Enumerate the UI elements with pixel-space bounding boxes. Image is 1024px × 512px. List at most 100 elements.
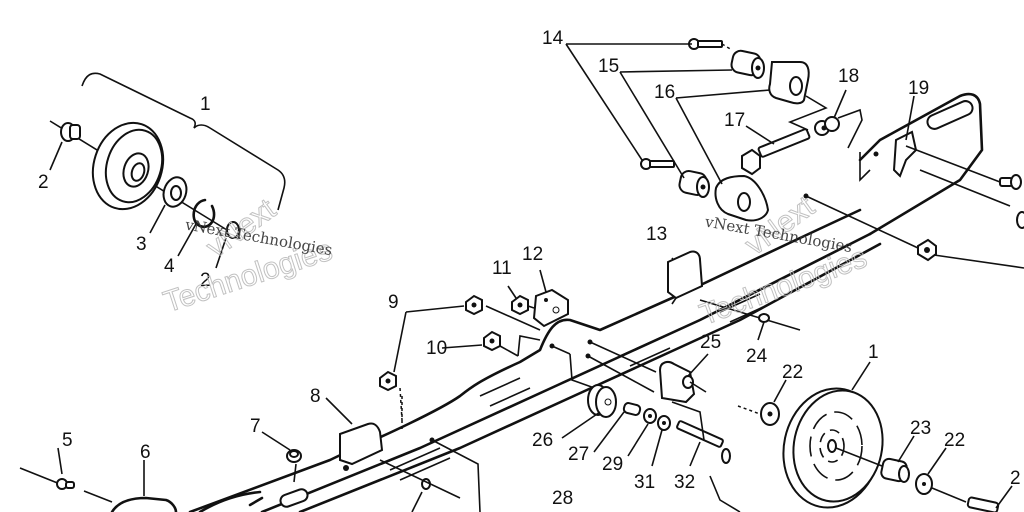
zigzag-line	[787, 95, 828, 131]
rail-hole	[803, 193, 809, 199]
washer-part-31	[657, 415, 671, 431]
bracket-edge	[859, 152, 871, 182]
callout-15: 15	[598, 56, 619, 77]
callout-25: 25	[700, 332, 721, 353]
callout-24: 24	[746, 346, 768, 367]
bracket-clip-part-19	[892, 130, 918, 178]
bracket-slot	[926, 100, 974, 130]
bolt-part-14b	[640, 158, 675, 170]
bracket-part-25	[658, 361, 707, 404]
bolt-part-17	[741, 128, 811, 176]
spacer-part-23	[880, 457, 910, 483]
slide-part-13	[667, 250, 704, 305]
callout-labels: 1 2 3 4 2 5 6 7 8 9 10 11 12 13 14 15 16…	[38, 28, 1021, 509]
leader-2a	[49, 141, 63, 171]
assembly-bracket	[81, 72, 286, 211]
callout-13: 13	[646, 224, 667, 245]
bushing-part-15b	[678, 170, 710, 198]
rail-bottom-edge	[298, 242, 882, 512]
bracket-hole	[873, 151, 879, 157]
washer-part-22b	[915, 473, 933, 495]
shock-mount-parts	[640, 38, 863, 222]
leaders-mid	[393, 269, 547, 373]
bushing-part-15a	[730, 49, 765, 79]
callout-3: 3	[136, 234, 147, 255]
roller-part-26	[587, 384, 617, 418]
callout-10: 10	[426, 338, 447, 359]
callout-22-left: 22	[782, 362, 803, 383]
bolt-part-2	[60, 122, 81, 142]
nut-right	[917, 238, 937, 262]
leader-3	[149, 204, 166, 234]
nut-part-10	[483, 330, 501, 352]
callout-27: 27	[568, 444, 589, 465]
washer-part-22a	[760, 402, 780, 426]
slide-part-8	[339, 422, 384, 471]
leader-4	[177, 223, 197, 257]
nut-line	[805, 195, 919, 249]
callout-12: 12	[522, 244, 543, 265]
wheel-part	[91, 121, 165, 211]
callout-17: 17	[724, 110, 745, 131]
callout-22-right: 22	[944, 430, 965, 451]
bolt-part-5	[56, 478, 75, 490]
callout-1-lower: 1	[868, 342, 879, 363]
callout-9: 9	[388, 292, 399, 313]
callout-23: 23	[910, 418, 931, 439]
callout-16: 16	[654, 82, 675, 103]
callout-18: 18	[838, 66, 859, 87]
callout-28: 28	[552, 488, 573, 509]
nut-right-edge	[1016, 211, 1024, 229]
washer-part-29	[643, 408, 657, 424]
nut-leader	[933, 254, 1024, 269]
callout-19: 19	[908, 78, 929, 99]
callout-8: 8	[310, 386, 321, 407]
bearing-part-3	[162, 176, 188, 208]
watermark-left: vNext Technologies vNext Technologies	[159, 192, 337, 320]
callout-31: 31	[634, 472, 655, 493]
callout-1-upper: 1	[200, 94, 211, 115]
grommet-part-7	[286, 449, 302, 463]
callout-32: 32	[674, 472, 695, 493]
slide-rail	[188, 208, 882, 512]
bolt-part-2b	[226, 221, 240, 239]
rail-upper-edge	[188, 208, 862, 512]
callout-26: 26	[532, 430, 553, 451]
callout-7: 7	[250, 416, 261, 437]
spacer-part-27	[622, 402, 642, 416]
callout-5: 5	[62, 430, 73, 451]
bracket-plate	[858, 92, 984, 236]
bracket-leader	[837, 108, 863, 149]
bolt-part-32	[676, 420, 731, 464]
leader-2b	[215, 237, 227, 269]
callout-4: 4	[164, 256, 175, 277]
bolt-line-right-2	[919, 169, 1011, 207]
bolt-part-14a	[688, 38, 723, 50]
callout-2-left: 2	[38, 172, 49, 193]
rail-lower-edge	[260, 232, 872, 512]
wheel-part-right	[737, 361, 1013, 512]
callout-11: 11	[492, 258, 512, 279]
rail-front-curve	[198, 490, 264, 512]
part-6	[110, 496, 178, 512]
rivet-lower	[379, 459, 461, 512]
rear-bracket	[803, 92, 1024, 269]
plate-part-12	[532, 288, 569, 328]
rail-ribs	[389, 293, 771, 481]
nut-part-18	[814, 116, 840, 136]
lower-mid-parts	[549, 339, 741, 512]
bolt-part-24	[699, 299, 801, 341]
bolt-line-right	[905, 145, 1001, 183]
callout-14: 14	[542, 28, 564, 49]
callout-29: 29	[602, 454, 623, 475]
lower-left-parts	[19, 396, 481, 512]
rail-slot	[279, 488, 309, 508]
nut-part-9b	[379, 370, 397, 392]
callout-6: 6	[140, 442, 151, 463]
callout-2-right: 2	[1010, 468, 1021, 489]
nut-part-11	[511, 294, 529, 316]
callout-2-mid: 2	[200, 270, 211, 291]
snap-ring-part-4	[192, 198, 216, 229]
